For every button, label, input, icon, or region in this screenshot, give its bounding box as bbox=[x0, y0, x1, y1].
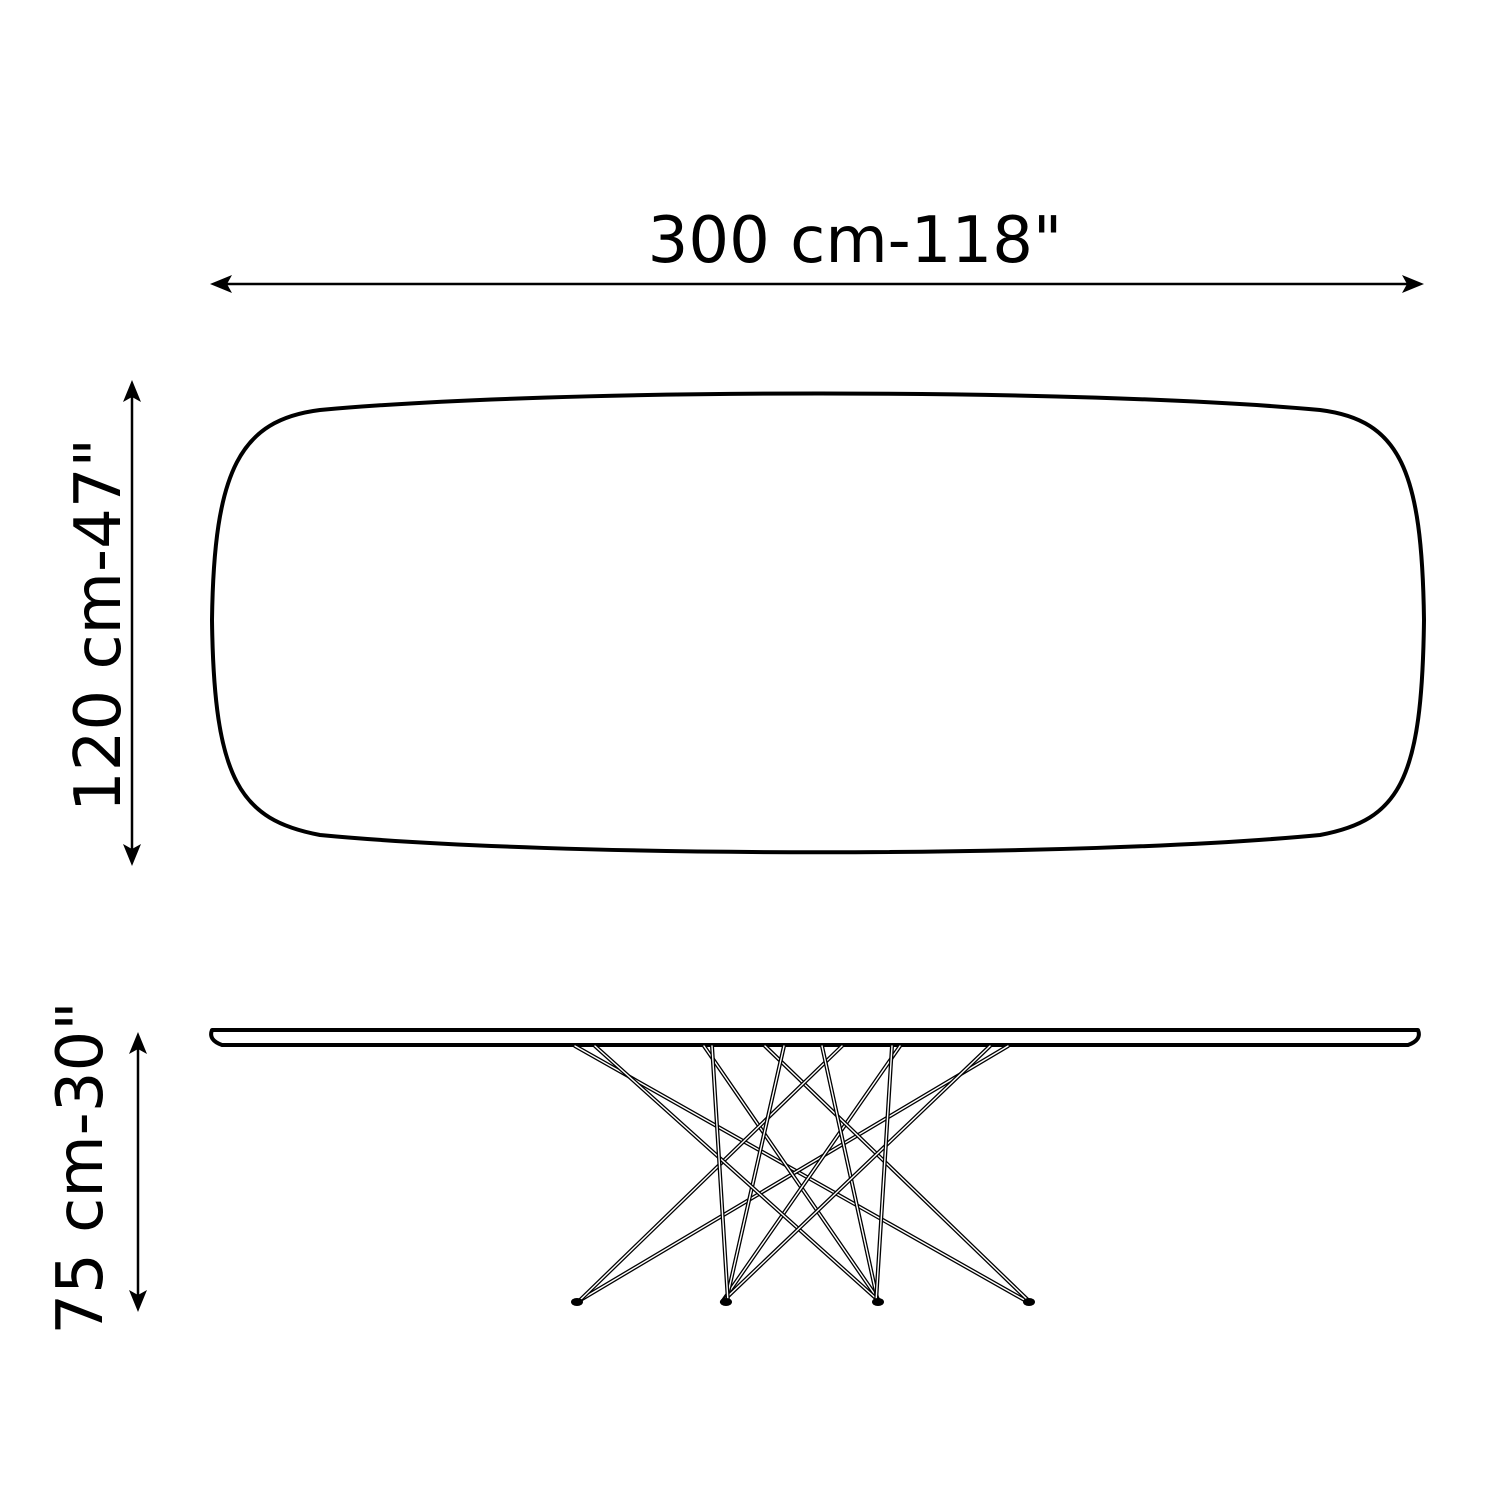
base-foot bbox=[872, 1298, 884, 1306]
wire-rod-highlight bbox=[821, 1045, 879, 1303]
length-arrow-right-icon bbox=[1402, 275, 1424, 293]
wire-rod-highlight bbox=[725, 1045, 785, 1303]
wire-rod-highlight bbox=[875, 1045, 893, 1303]
length-arrow-left-icon bbox=[210, 275, 232, 293]
base-foot bbox=[720, 1298, 732, 1306]
wire-rod-highlight bbox=[721, 1045, 991, 1303]
width-label: 120 cm-47" bbox=[62, 438, 136, 812]
wire-rod-highlight bbox=[764, 1045, 1031, 1303]
wire-base bbox=[571, 1044, 1035, 1306]
width-dimension: 120 cm-47" bbox=[62, 380, 141, 866]
wire-rod-highlight bbox=[594, 1045, 881, 1303]
wire-rod-highlight bbox=[703, 1045, 881, 1303]
length-dimension: 300 cm-118" bbox=[210, 204, 1424, 293]
wire-rod-highlight bbox=[721, 1045, 901, 1303]
height-arrow-top-icon bbox=[129, 1032, 147, 1054]
table-top-outline bbox=[210, 391, 1426, 855]
length-label: 300 cm-118" bbox=[648, 204, 1063, 278]
height-label: 75 cm-30" bbox=[44, 1001, 118, 1334]
wire-rod-highlight bbox=[711, 1045, 729, 1303]
width-arrow-top-icon bbox=[123, 380, 141, 402]
base-foot bbox=[1023, 1298, 1035, 1306]
table-top-side-slab bbox=[209, 1028, 1421, 1047]
wire-rod-highlight bbox=[574, 1045, 1029, 1303]
height-dimension: 75 cm-30" bbox=[44, 1001, 147, 1335]
width-arrow-bottom-icon bbox=[123, 844, 141, 866]
wire-rod-highlight bbox=[577, 1045, 843, 1303]
height-arrow-bottom-icon bbox=[129, 1290, 147, 1312]
base-foot bbox=[571, 1298, 583, 1306]
